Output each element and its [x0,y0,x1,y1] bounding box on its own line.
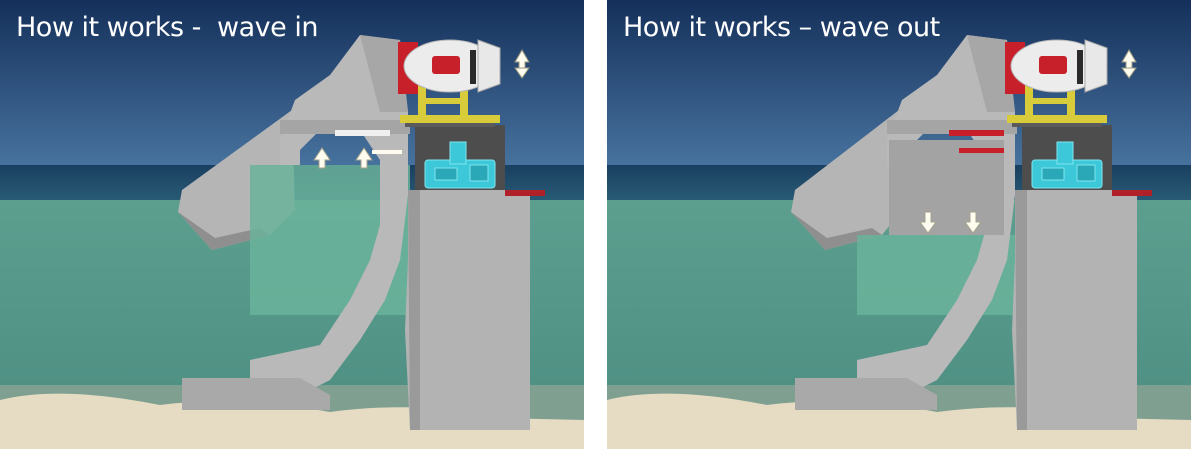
chamber-interior [889,140,1004,235]
updown-arrow-icon [514,49,530,79]
wave-out-panel: How it works – wave out [607,0,1191,449]
airflow-arrow [372,150,402,154]
turbine [1005,39,1108,94]
wave-out-illustration [607,0,1191,449]
up-arrow-icon [355,147,373,169]
platform [1007,115,1107,123]
turbine [398,39,501,94]
panel-title: How it works - wave in [16,12,318,43]
machine-block [1012,190,1137,430]
air-slot [335,130,390,136]
sand [0,393,584,449]
up-arrow-icon [313,147,331,169]
turbine-supports [418,75,468,117]
updown-arrow-icon [1121,49,1137,79]
machine-block [405,190,530,430]
down-arrow-icon [919,211,937,234]
wave-in-illustration [0,0,584,449]
platform [400,115,500,123]
sand [607,393,1191,449]
turbine-supports [1025,75,1075,117]
down-arrow-icon [964,211,982,234]
valve-flap [959,148,1004,153]
front-lip [791,110,902,250]
generator [424,141,496,189]
floor-slab [182,378,330,410]
floor-slab [795,378,937,410]
panel-title: How it works – wave out [623,12,940,43]
valve-flap [949,130,1004,136]
wave-in-panel: How it works - wave in [0,0,584,449]
generator [1031,141,1103,189]
